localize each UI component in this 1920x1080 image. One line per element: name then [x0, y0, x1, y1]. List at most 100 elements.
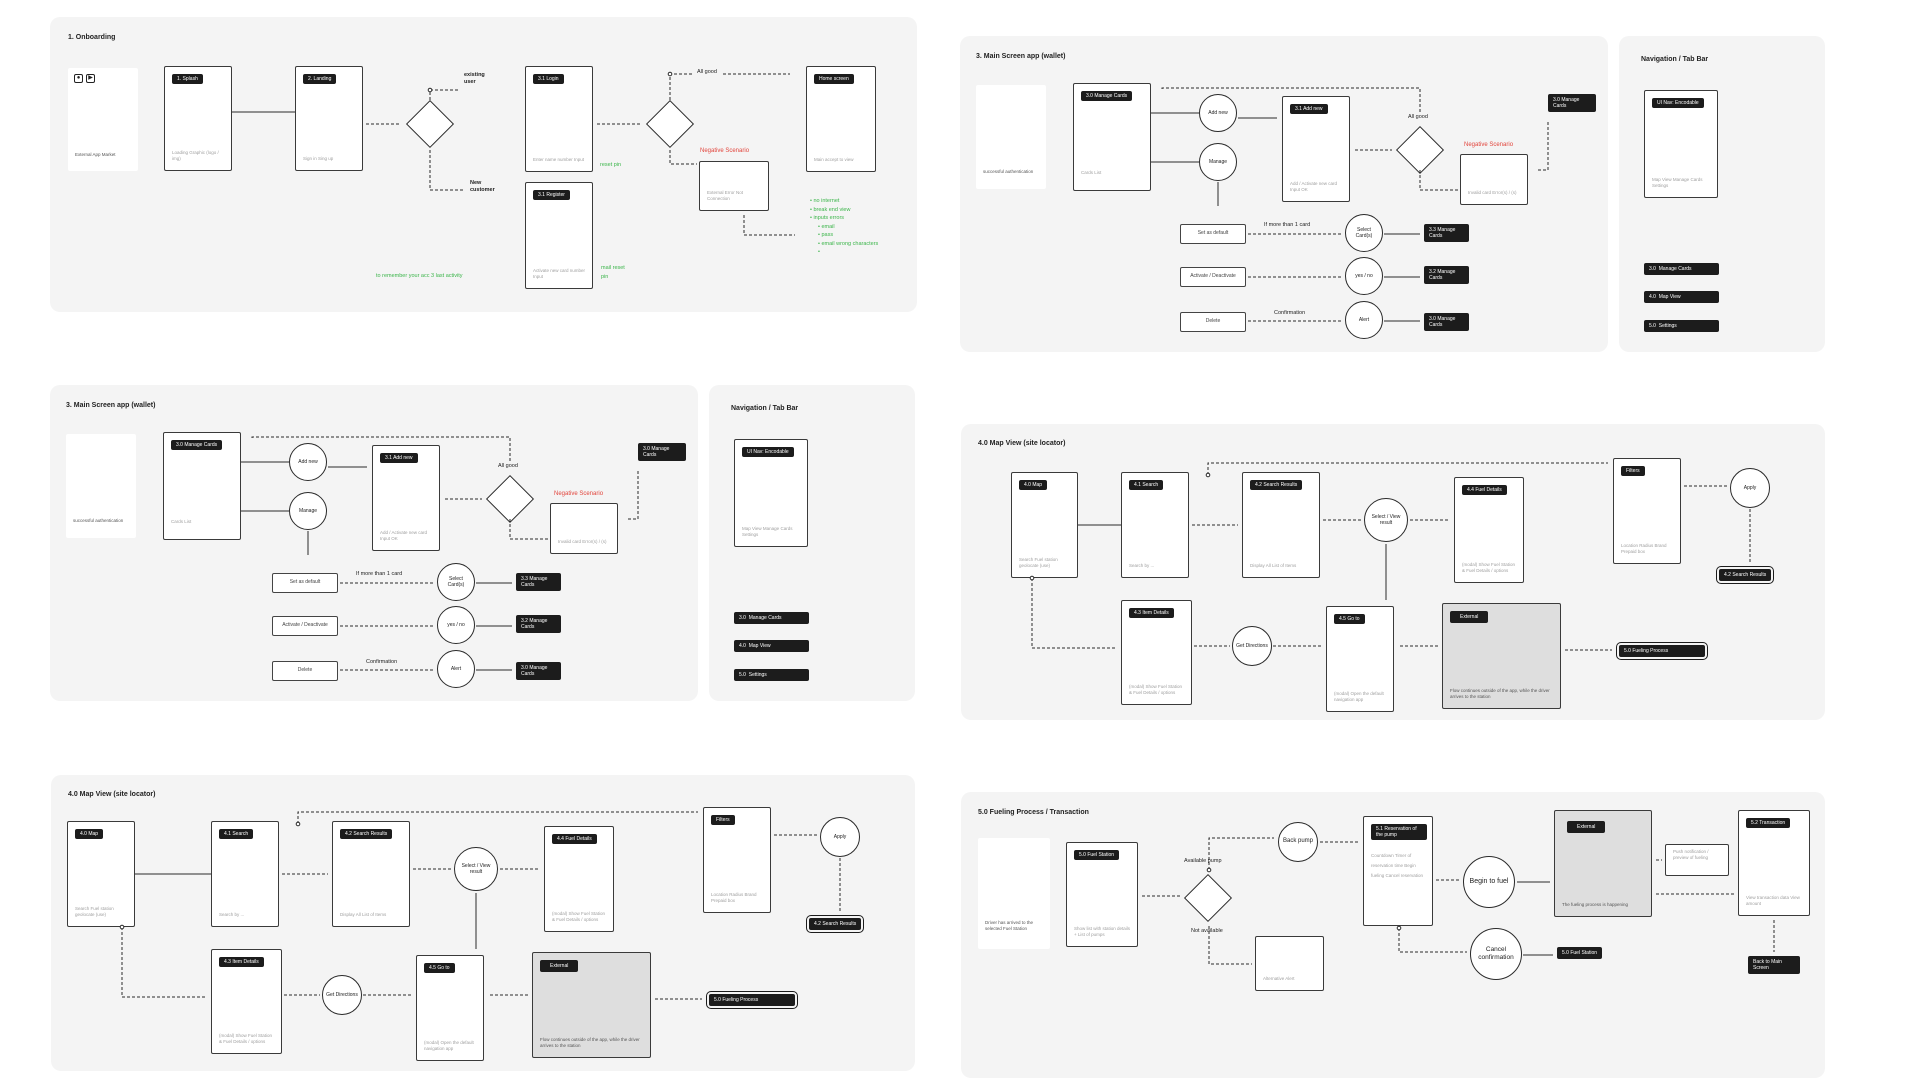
fueling-process-chip[interactable]: 5.0 Fueling Process — [1616, 642, 1708, 660]
activate-button[interactable]: Activate / Deactivate — [1180, 267, 1246, 287]
screen-sub: successful authentication — [983, 169, 1034, 174]
alert-node: Alert — [1345, 301, 1383, 339]
delete-button[interactable]: Delete — [1180, 312, 1246, 332]
tab-num: 3.0 — [739, 615, 746, 621]
tab-manage-cards[interactable]: 3.0 Manage Cards — [734, 612, 809, 624]
fueling-process-chip[interactable]: 5.0 Fueling Process — [706, 991, 798, 1009]
check-item: • — [818, 249, 820, 256]
tab-label: Manage Cards — [748, 615, 782, 621]
screen-tag: 4.2 Search Results — [340, 829, 393, 839]
connector — [743, 215, 795, 236]
invalid-card-screen: Invalid card Error(s) / (s) — [1460, 154, 1528, 205]
manage-cards-3-0-chip[interactable]: 3.0 Manage Cards — [516, 662, 561, 680]
screen-sub: Push notification / preview of fueling — [1673, 849, 1709, 861]
screen-tag: UI Nav: Encodable — [742, 447, 794, 457]
screen-sub: Main accept to view — [814, 156, 854, 162]
tab-num: 4.0 — [1649, 294, 1656, 300]
screen-tag: External — [1567, 821, 1606, 833]
manage-cards-3-2-chip[interactable]: 3.2 Manage Cards — [1424, 266, 1469, 284]
mapview-title-mid: 4.0 Map View (site locator) — [978, 440, 1066, 447]
manage-cards-screen: 3.0 Manage Cards Cards List — [163, 432, 241, 540]
screen-sub: Sign in Sing up — [303, 155, 334, 161]
search-screen: 4.1 Search Search by ... — [211, 821, 279, 927]
screen-sub: Add / Activate new card Input OK — [380, 529, 428, 541]
cancel-confirmation-node[interactable]: Cancel confirmation — [1470, 928, 1522, 980]
connector — [1208, 926, 1252, 965]
tab-settings[interactable]: 5.0 Settings — [1644, 320, 1719, 332]
connector — [1207, 462, 1608, 475]
tab-num: 3.0 — [1649, 266, 1656, 272]
manage-node: Manage — [1199, 143, 1237, 181]
apply-node[interactable]: Apply — [1730, 468, 1770, 508]
tab-map-view[interactable]: 4.0 Map View — [734, 640, 809, 652]
screen-sub: View transaction data View amount — [1746, 894, 1800, 906]
external-app-market-screen: ● ▶ External App Market — [68, 68, 138, 171]
add-new-node: Add new — [289, 443, 327, 481]
filters-screen: Filters Location Radius Brand Prepaid bo… — [703, 807, 771, 913]
screen-tag: External — [540, 960, 579, 972]
select-cards-node: Select Card(s) — [1345, 214, 1383, 252]
screen-sub: Driver has arrived to the selected Fuel … — [985, 920, 1034, 932]
screen-tag: 2. Landing — [303, 74, 337, 84]
search-screen: 4.1 Search Search by ... — [1121, 472, 1189, 578]
yes-no-node: yes / no — [437, 606, 475, 644]
fuel-station-chip[interactable]: 5.0 Fuel Station — [1557, 947, 1603, 959]
screen-tag: 3.1 Register — [533, 190, 570, 200]
all-good-label: All good — [498, 463, 518, 469]
screen-tag: 3.0 Manage Cards — [1081, 91, 1133, 101]
screen-tag: 4.3 Item Details — [1129, 608, 1174, 618]
connector-dot — [1205, 472, 1211, 478]
screen-tag: 3.0 Manage Cards — [171, 440, 223, 450]
check-item: • break end view — [810, 206, 851, 213]
reservation-screen: 5.1 Reservation of the pump Countdown Ti… — [1363, 816, 1433, 926]
fueling-title: 5.0 Fueling Process / Transaction — [978, 809, 1089, 816]
screen-sub: Search Fuel station geolocate (use) — [75, 905, 114, 917]
screen-sub: Activate new card number Input — [533, 267, 586, 279]
item-details-screen: 4.3 Item Details (modal) Show Fuel Stati… — [1121, 600, 1192, 705]
screen-sub: (modal) Open the default navigation app — [424, 1039, 474, 1051]
push-notification-screen: Push notification / preview of fueling — [1665, 844, 1729, 876]
search-results-chip[interactable]: 4.2 Search Results — [1715, 566, 1775, 584]
screen-sub: Invalid card Error(s) / (s) — [1468, 189, 1517, 195]
manage-cards-chip[interactable]: 3.0 Manage Cards — [1548, 94, 1596, 112]
tab-map-view[interactable]: 4.0 Map View — [1644, 291, 1719, 303]
connector-dot — [119, 924, 125, 930]
delete-button[interactable]: Delete — [272, 661, 338, 681]
screen-tag: 4.5 Go to — [1334, 614, 1365, 624]
search-results-chip[interactable]: 4.2 Search Results — [805, 915, 865, 933]
auth-screen: successful authentication — [976, 85, 1046, 189]
apply-node[interactable]: Apply — [820, 817, 860, 857]
register-screen: 3.1 Register Activate new card number In… — [525, 182, 593, 289]
screen-sub: Countdown Timer of reservation time Begi… — [1371, 853, 1424, 878]
transaction-screen: 5.2 Transaction View transaction data Vi… — [1738, 810, 1810, 916]
screen-sub: Display All List of Items — [1250, 562, 1297, 568]
fuel-station-screen: 5.0 Fuel Station Show list with station … — [1066, 842, 1138, 947]
begin-fuel-node[interactable]: Begin to fuel — [1463, 856, 1515, 908]
screen-sub: Map View Manage Cards Settings — [742, 525, 793, 537]
screen-sub: Loading Graphic (logo / img) — [172, 149, 219, 161]
tab-settings[interactable]: 5.0 Settings — [734, 669, 809, 681]
screen-sub: (modal) Show Fuel Station & Fuel Details… — [1129, 683, 1183, 695]
reset-pin-label: reset pin — [600, 162, 622, 168]
fuel-details-screen: 4.4 Fuel Details (modal) Show Fuel Stati… — [1454, 477, 1524, 583]
set-default-button[interactable]: Set as default — [1180, 224, 1246, 244]
set-default-button[interactable]: Set as default — [272, 573, 338, 593]
connector — [1538, 122, 1549, 171]
manage-cards-3-3-chip[interactable]: 3.3 Manage Cards — [516, 573, 561, 591]
activate-button[interactable]: Activate / Deactivate — [272, 616, 338, 636]
screen-tag: 1. Splash — [172, 74, 203, 84]
play-store-icon: ▶ — [86, 74, 95, 83]
connector — [121, 927, 207, 998]
screen-sub: Show list with station details + List of… — [1074, 925, 1131, 937]
more-than-label: If more than 1 card — [356, 571, 403, 577]
screen-tag: 4.4 Fuel Details — [552, 834, 597, 844]
tab-manage-cards[interactable]: 3.0 Manage Cards — [1644, 263, 1719, 275]
connector-dot — [295, 821, 301, 827]
manage-cards-3-3-chip[interactable]: 3.3 Manage Cards — [1424, 224, 1469, 242]
item-details-screen: 4.3 Item Details (modal) Show Fuel Stati… — [211, 949, 282, 1054]
manage-cards-chip[interactable]: 3.0 Manage Cards — [638, 443, 686, 461]
manage-cards-3-2-chip[interactable]: 3.2 Manage Cards — [516, 615, 561, 633]
manage-cards-3-0-chip[interactable]: 3.0 Manage Cards — [1424, 313, 1469, 331]
back-main-screen-chip[interactable]: Back to Main Screen — [1748, 956, 1800, 974]
